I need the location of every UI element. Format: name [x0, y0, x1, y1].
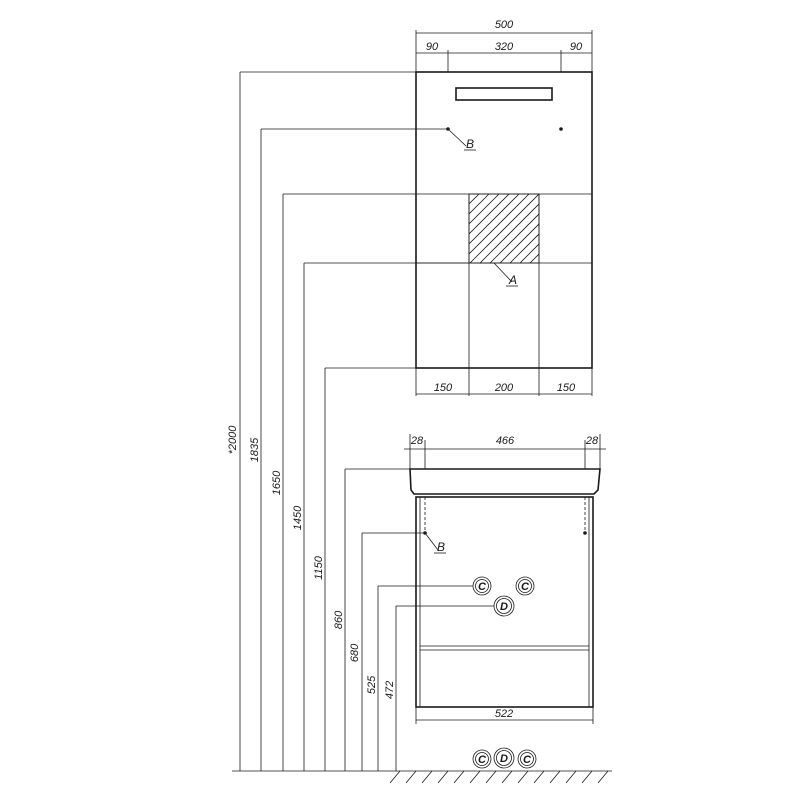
mirror-marker-b: B: [466, 137, 474, 151]
mirror-bottom-mid: 200: [494, 382, 514, 394]
hot-water-icon: C: [515, 576, 535, 596]
floor-line: [232, 770, 612, 784]
vanity-bottom-dimension: 522: [415, 707, 594, 724]
vanity-top-mid: 466: [496, 435, 515, 447]
mirror-top-left: 90: [426, 41, 439, 53]
floor-cold-water-icon: C: [472, 749, 492, 769]
height-label-1450: 1450: [292, 505, 304, 530]
mirror-top-right: 90: [570, 41, 583, 53]
svg-text:D: D: [500, 601, 508, 613]
height-label-525: 525: [366, 675, 378, 694]
mirror-outline: [415, 71, 593, 369]
height-label-1835: 1835: [249, 437, 261, 462]
cold-water-icon: C: [472, 576, 492, 596]
height-label-1150: 1150: [313, 555, 325, 580]
vanity-top-right: 28: [585, 435, 599, 447]
height-dimensions: *2000 1835 1650 1450 1150 860 680 525 47…: [227, 71, 494, 771]
vanity-top-left: 28: [410, 435, 424, 447]
mirror-marker-a: A: [508, 273, 517, 287]
floor-symbols: C D C: [472, 747, 537, 769]
vanity-unit: B C C D: [409, 468, 601, 708]
mirror-width-total: 500: [495, 19, 514, 31]
svg-text:C: C: [523, 754, 532, 766]
vanity-bottom-width: 522: [495, 708, 513, 720]
mirror-bottom-right: 150: [557, 382, 576, 394]
height-label-860: 860: [333, 610, 345, 629]
mirror-bottom-dimensions: 150 200 150: [415, 368, 593, 396]
vanity-body: [415, 496, 594, 708]
height-label-2000: *2000: [227, 425, 239, 455]
mirror-cabinet: B A: [415, 71, 593, 369]
light-slot: [455, 87, 553, 101]
hatched-area-a: [469, 194, 539, 263]
floor-drain-icon: D: [493, 747, 515, 769]
floor-hot-water-icon: C: [517, 749, 537, 769]
svg-text:C: C: [521, 581, 530, 593]
mirror-top-mid: 320: [495, 41, 514, 53]
vanity-marker-b: B: [437, 540, 445, 554]
svg-text:D: D: [500, 753, 508, 765]
mirror-bottom-left: 150: [434, 382, 453, 394]
mirror-top-dimensions: 500 90 320 90: [415, 19, 593, 72]
height-label-1650: 1650: [271, 470, 283, 495]
svg-text:C: C: [478, 581, 487, 593]
drain-icon: D: [493, 595, 515, 617]
basin-top: [409, 468, 601, 495]
height-label-680: 680: [349, 643, 361, 662]
height-label-472: 472: [384, 681, 396, 699]
svg-text:C: C: [478, 754, 487, 766]
vanity-top-dimensions: 28 466 28: [404, 434, 606, 469]
